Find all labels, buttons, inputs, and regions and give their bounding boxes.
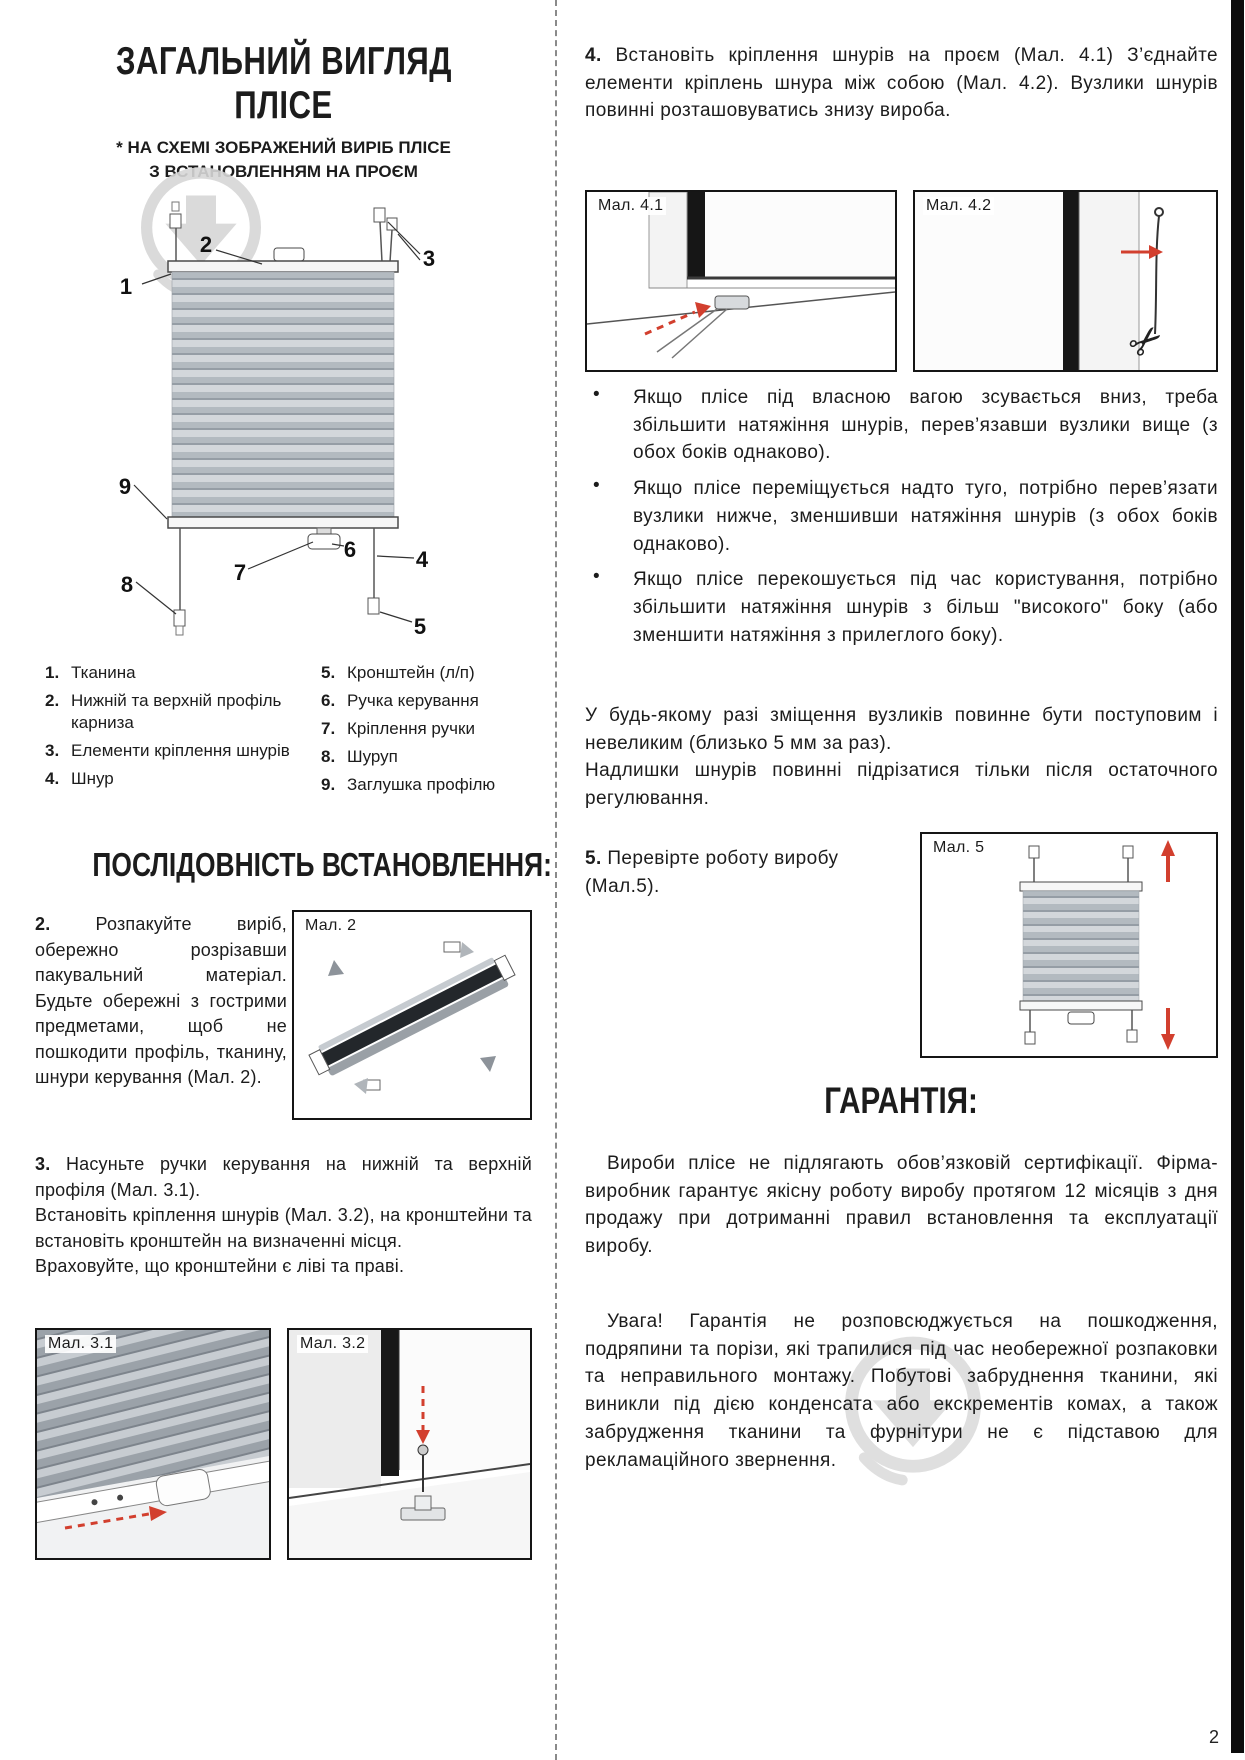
legend-item: 6.Ручка керування <box>321 691 479 711</box>
warranty-paragraph-1: Вироби плісе не підлягають обов’язковій … <box>585 1153 1218 1258</box>
brand-logo-icon <box>845 1336 981 1486</box>
callout-8: 8 <box>121 572 133 597</box>
figure-5: Мал. 5 <box>920 832 1218 1058</box>
warranty-heading-wrap: ГАРАНТІЯ: <box>585 1080 1218 1122</box>
legend-item: 7.Кріплення ручки <box>321 719 475 739</box>
bullet-item: • Якщо плісе під власною вагою зсуваєтьс… <box>585 384 1218 467</box>
legend-item: 3.Елементи кріплення шнурів <box>45 741 290 761</box>
overview-title: ЗАГАЛЬНИЙ ВИГЛЯД ПЛІСЕ <box>35 40 532 127</box>
figure-4-2-illustration: ✂ <box>915 192 1216 370</box>
callout-2: 2 <box>200 232 212 257</box>
bullet-marker: • <box>593 566 600 588</box>
bullet-marker: • <box>593 475 600 497</box>
legend-item: 8.Шуруп <box>321 747 398 767</box>
figure-2-label: Мал. 2 <box>302 917 360 935</box>
step-3-paragraph: 3. Насуньте ручки керування на нижній та… <box>35 1154 532 1277</box>
figure-3-1-illustration <box>37 1330 269 1558</box>
column-divider <box>555 0 557 1760</box>
figure-5-label: Мал. 5 <box>930 839 988 857</box>
sequence-heading-wrap: ПОСЛІДОВНІСТЬ ВСТАНОВЛЕННЯ: <box>35 846 551 884</box>
overview-subtitle-line1: * НА СХЕМІ ЗОБРАЖЕНИЙ ВИРІБ ПЛІСЕ <box>116 138 451 157</box>
figure-4-1: Мал. 4.1 <box>585 190 897 372</box>
figure-4-1-label: Мал. 4.1 <box>595 197 667 215</box>
legend-column-1: 1.Тканина 2.Нижній та верхній профіль ка… <box>45 662 305 802</box>
step-2-paragraph: 2. Розпакуйте виріб, обережно розрізавши… <box>35 914 287 1088</box>
note-paragraph: У будь-якому разі зміщення вузликів пови… <box>585 705 1218 810</box>
brand-watermark-bottom <box>828 1326 998 1496</box>
callout-9: 9 <box>119 474 131 499</box>
bullet-item: • Якщо плісе переміщується надто туго, п… <box>585 475 1218 558</box>
bullet-marker: • <box>593 384 600 405</box>
callout-5: 5 <box>414 614 426 639</box>
warranty-heading: ГАРАНТІЯ: <box>824 1080 979 1121</box>
warranty-paragraph-2: Увага! Гарантія не розповсюджується на п… <box>585 1311 1218 1471</box>
figure-3-2: Мал. 3.2 <box>287 1328 532 1560</box>
overview-subtitle: * НА СХЕМІ ЗОБРАЖЕНИЙ ВИРІБ ПЛІСЕ З ВСТА… <box>35 136 532 184</box>
step-5-paragraph: 5. Перевірте роботу виробу (Мал.5). <box>585 848 839 897</box>
page-edge-bar <box>1231 0 1244 1753</box>
legend-item: 5.Кронштейн (л/п) <box>321 663 475 682</box>
figure-2: Мал. 2 <box>292 910 532 1120</box>
overview-subtitle-line2: З ВСТАНОВЛЕННЯМ НА ПРОЄМ <box>149 161 418 181</box>
figure-3-1-label: Мал. 3.1 <box>45 1335 117 1353</box>
overview-title-line2: ПЛІСЕ <box>234 83 333 127</box>
figure-3-2-illustration <box>289 1330 530 1558</box>
sequence-heading: ПОСЛІДОВНІСТЬ ВСТАНОВЛЕННЯ: <box>92 846 552 883</box>
legend-item: 4.Шнур <box>45 769 114 789</box>
figure-4-2-label: Мал. 4.2 <box>923 197 995 215</box>
figure-3-1: Мал. 3.1 <box>35 1328 271 1560</box>
diagram-legend: 1.Тканина 2.Нижній та верхній профіль ка… <box>45 662 533 802</box>
figure-3-2-label: Мал. 3.2 <box>297 1335 369 1353</box>
adjustment-bullets: • Якщо плісе під власною вагою зсуваєтьс… <box>585 384 1218 658</box>
callout-4: 4 <box>416 547 429 572</box>
overview-diagram: 1 2 3 4 5 6 7 8 9 <box>119 201 435 639</box>
callout-6: 6 <box>344 537 356 562</box>
page-number: 2 <box>1208 1727 1219 1747</box>
legend-item: 1.Тканина <box>45 663 136 682</box>
step-4-paragraph: 4. Встановіть кріплення шнурів на проєм … <box>585 45 1218 122</box>
overview-title-line1: ЗАГАЛЬНИЙ ВИГЛЯД <box>115 40 452 83</box>
legend-item: 9.Заглушка профілю <box>321 775 496 795</box>
callout-1: 1 <box>120 274 132 299</box>
legend-item: 2.Нижній та верхній профіль карниза <box>45 691 282 733</box>
callout-7: 7 <box>234 560 246 585</box>
figure-5-illustration <box>1019 840 1175 1050</box>
callout-3: 3 <box>423 246 435 271</box>
bullet-item: • Якщо плісе перекошується під час корис… <box>585 566 1218 649</box>
figure-4-2: Мал. 4.2 ✂ <box>913 190 1218 372</box>
figure-4-1-illustration <box>587 192 895 370</box>
legend-column-2: 5.Кронштейн (л/п) 6.Ручка керування 7.Кр… <box>321 662 533 802</box>
figure-2-illustration <box>308 941 516 1094</box>
